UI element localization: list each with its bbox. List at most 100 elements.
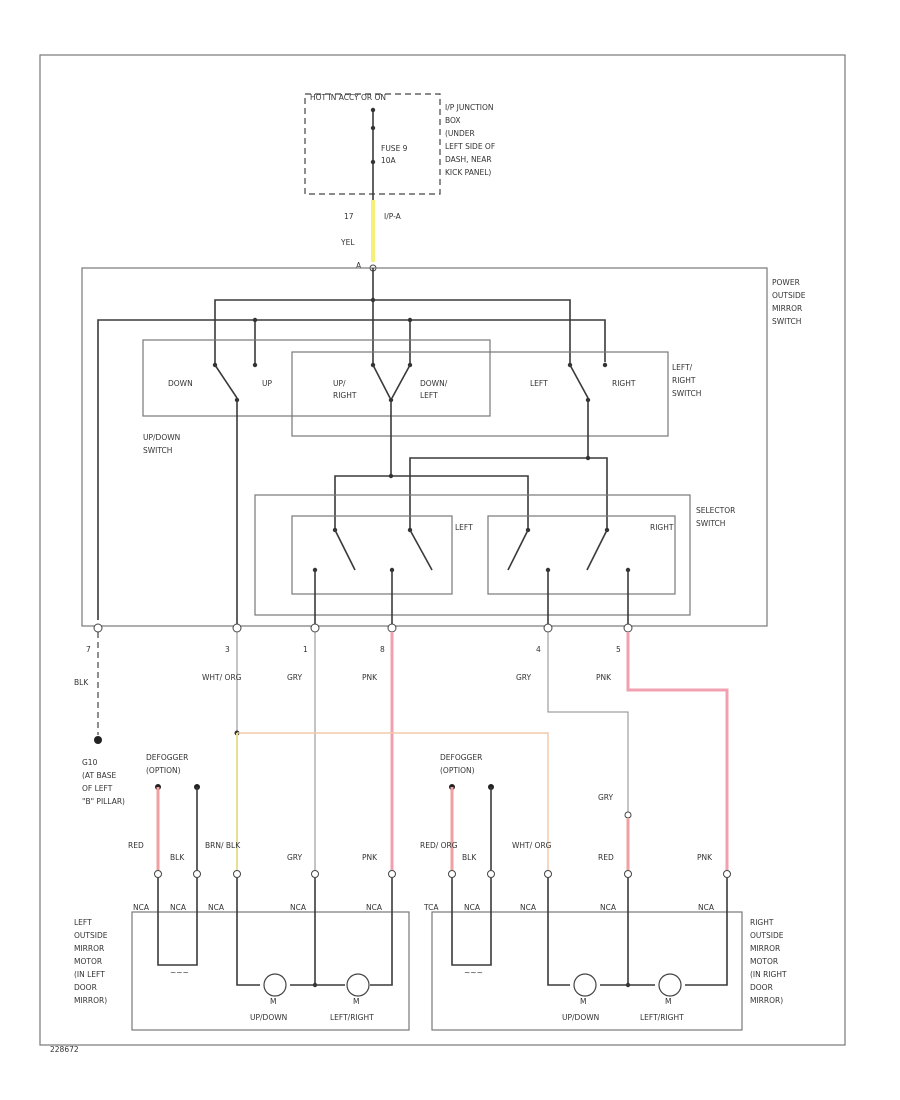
svg-text:UP/DOWN: UP/DOWN bbox=[562, 1013, 599, 1022]
ground-label: G10 (AT BASE OF LEFT "B" PILLAR) bbox=[82, 758, 125, 806]
footer-code: 228672 bbox=[50, 1045, 79, 1054]
defogger-grid-left: ~~~ bbox=[170, 968, 189, 977]
svg-text:(IN RIGHT: (IN RIGHT bbox=[750, 970, 787, 979]
svg-text:MOTOR: MOTOR bbox=[74, 957, 102, 966]
diagram-frame bbox=[39, 54, 846, 1046]
svg-text:DOOR: DOOR bbox=[74, 983, 97, 992]
svg-text:4: 4 bbox=[536, 645, 541, 654]
svg-text:BRN/ BLK: BRN/ BLK bbox=[205, 841, 241, 850]
svg-text:LEFT: LEFT bbox=[420, 391, 438, 400]
sw-up-label: UP bbox=[262, 379, 272, 388]
svg-text:1: 1 bbox=[303, 645, 308, 654]
svg-text:NCA: NCA bbox=[600, 903, 617, 912]
sw-down-label: DOWN bbox=[168, 379, 193, 388]
svg-text:M: M bbox=[270, 997, 276, 1006]
motor-updown-left: M UP/DOWN bbox=[250, 973, 287, 1022]
svg-text:RED/ ORG: RED/ ORG bbox=[420, 841, 458, 850]
ground-dot bbox=[94, 736, 102, 744]
wire-blk-label: BLK bbox=[74, 678, 89, 687]
svg-text:LEFT: LEFT bbox=[74, 918, 92, 927]
wire-pnk-right bbox=[626, 632, 729, 870]
right-mirror-box bbox=[431, 911, 743, 1031]
svg-text:(OPTION): (OPTION) bbox=[440, 766, 475, 775]
svg-text:5: 5 bbox=[616, 645, 621, 654]
svg-text:I/P JUNCTION: I/P JUNCTION bbox=[445, 103, 494, 112]
switch-connector-pins: 7 3 1 8 4 5 bbox=[86, 623, 633, 654]
svg-text:PNK: PNK bbox=[362, 853, 378, 862]
svg-text:GRY: GRY bbox=[598, 793, 614, 802]
svg-text:SELECTOR: SELECTOR bbox=[696, 506, 735, 515]
svg-text:SWITCH: SWITCH bbox=[772, 317, 801, 326]
svg-text:NCA: NCA bbox=[366, 903, 383, 912]
svg-text:(UNDER: (UNDER bbox=[445, 129, 475, 138]
svg-text:RED: RED bbox=[128, 841, 144, 850]
svg-text:DASH, NEAR: DASH, NEAR bbox=[445, 155, 492, 164]
svg-text:DOOR: DOOR bbox=[750, 983, 773, 992]
sw-left-label: LEFT bbox=[530, 379, 548, 388]
svg-text:M: M bbox=[353, 997, 359, 1006]
svg-text:KICK PANEL): KICK PANEL) bbox=[445, 168, 491, 177]
svg-text:M: M bbox=[665, 997, 671, 1006]
svg-text:PNK: PNK bbox=[697, 853, 713, 862]
svg-text:OUTSIDE: OUTSIDE bbox=[772, 291, 806, 300]
svg-text:8: 8 bbox=[380, 645, 385, 654]
svg-text:7: 7 bbox=[86, 645, 91, 654]
power-mirror-switch-label: POWER OUTSIDE MIRROR SWITCH bbox=[772, 278, 806, 326]
defogger-grid-right: ~~~ bbox=[464, 968, 483, 977]
svg-text:10A: 10A bbox=[381, 156, 397, 165]
svg-text:M: M bbox=[580, 997, 586, 1006]
svg-text:MOTOR: MOTOR bbox=[750, 957, 778, 966]
svg-text:RED: RED bbox=[598, 853, 614, 862]
svg-text:(OPTION): (OPTION) bbox=[146, 766, 181, 775]
connector-top-id: I/P-A bbox=[384, 212, 402, 221]
svg-text:MIRROR): MIRROR) bbox=[74, 996, 107, 1005]
motor-leftright-right: M LEFT/RIGHT bbox=[640, 973, 684, 1022]
selector-switch-label: SELECTOR SWITCH bbox=[696, 506, 735, 528]
svg-text:TCA: TCA bbox=[423, 903, 439, 912]
left-right-switch-box bbox=[291, 351, 669, 437]
svg-text:MIRROR): MIRROR) bbox=[750, 996, 783, 1005]
fuse-label: FUSE 9 bbox=[381, 144, 408, 153]
sel-right-label: RIGHT bbox=[650, 523, 674, 532]
svg-text:NCA: NCA bbox=[170, 903, 187, 912]
svg-text:POWER: POWER bbox=[772, 278, 800, 287]
hot-label: HOT IN ACCY OR ON bbox=[310, 93, 386, 102]
power-mirror-switch-box bbox=[81, 267, 768, 627]
svg-text:DOWN/: DOWN/ bbox=[420, 379, 448, 388]
svg-text:SWITCH: SWITCH bbox=[672, 389, 701, 398]
svg-text:SWITCH: SWITCH bbox=[696, 519, 725, 528]
mirror-connector-pins bbox=[154, 870, 731, 878]
svg-text:LEFT/: LEFT/ bbox=[672, 363, 693, 372]
svg-text:BOX: BOX bbox=[445, 116, 461, 125]
up-down-switch-label: UP/DOWN bbox=[143, 433, 180, 442]
left-mirror-label: LEFT OUTSIDE MIRROR MOTOR (IN LEFT DOOR … bbox=[74, 918, 108, 1005]
svg-text:NCA: NCA bbox=[698, 903, 715, 912]
svg-text:LEFT/RIGHT: LEFT/RIGHT bbox=[640, 1013, 684, 1022]
svg-text:BLK: BLK bbox=[462, 853, 477, 862]
motor-leftright-left: M LEFT/RIGHT bbox=[330, 973, 374, 1022]
svg-text:UP/: UP/ bbox=[333, 379, 346, 388]
connector-top-pin: 17 bbox=[344, 212, 354, 221]
svg-text:RIGHT: RIGHT bbox=[333, 391, 357, 400]
svg-text:GRY: GRY bbox=[287, 673, 303, 682]
svg-text:DEFOGGER: DEFOGGER bbox=[146, 753, 188, 762]
svg-text:NCA: NCA bbox=[133, 903, 150, 912]
left-mirror-box bbox=[131, 911, 410, 1031]
svg-text:OUTSIDE: OUTSIDE bbox=[750, 931, 784, 940]
svg-text:BLK: BLK bbox=[170, 853, 185, 862]
svg-text:MIRROR: MIRROR bbox=[772, 304, 802, 313]
svg-text:PNK: PNK bbox=[362, 673, 378, 682]
svg-text:NCA: NCA bbox=[290, 903, 307, 912]
sw-right-label: RIGHT bbox=[612, 379, 636, 388]
svg-text:DEFOGGER: DEFOGGER bbox=[440, 753, 482, 762]
selector-switch-box bbox=[254, 494, 691, 616]
svg-text:RIGHT: RIGHT bbox=[750, 918, 774, 927]
svg-text:"B" PILLAR): "B" PILLAR) bbox=[82, 797, 125, 806]
svg-text:NCA: NCA bbox=[208, 903, 225, 912]
svg-text:NCA: NCA bbox=[464, 903, 481, 912]
svg-text:GRY: GRY bbox=[287, 853, 303, 862]
svg-text:SWITCH: SWITCH bbox=[143, 446, 172, 455]
svg-text:(AT BASE: (AT BASE bbox=[82, 771, 116, 780]
svg-text:WHT/ ORG: WHT/ ORG bbox=[202, 673, 242, 682]
